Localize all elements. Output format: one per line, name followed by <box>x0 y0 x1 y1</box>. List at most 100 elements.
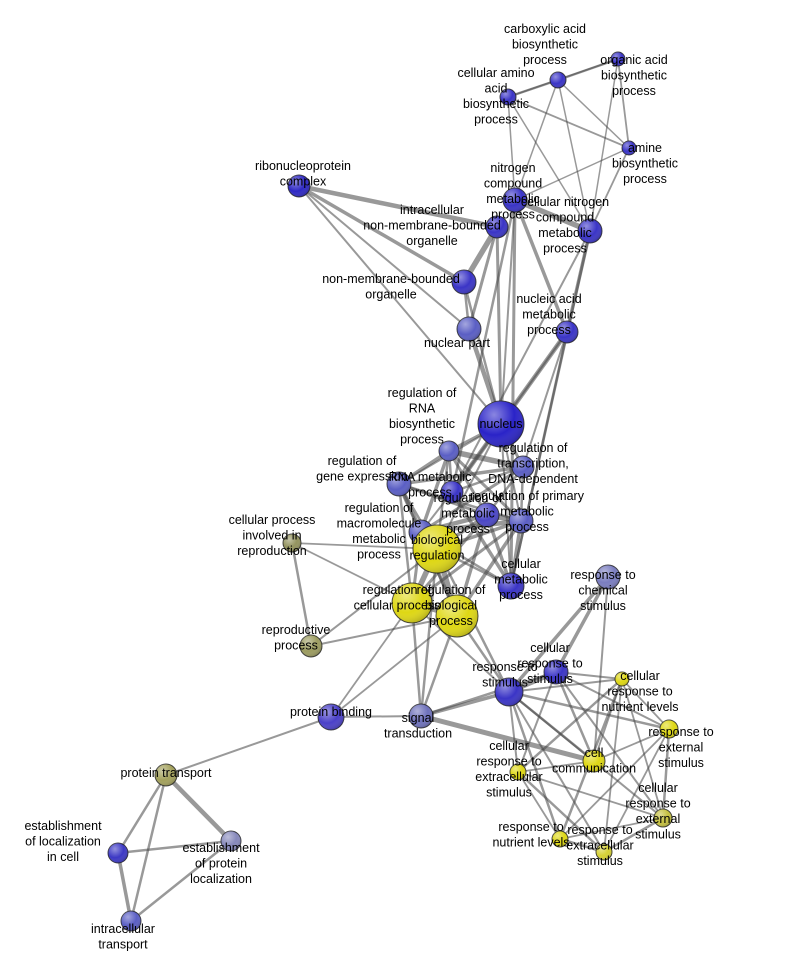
edge-rtd-rmm <box>419 465 525 534</box>
node-ccom[interactable] <box>582 749 606 773</box>
node-shade-cncm <box>578 219 602 243</box>
node-crext[interactable] <box>653 808 673 828</box>
node-bre[interactable] <box>412 524 462 574</box>
node-amb[interactable] <box>621 140 637 156</box>
edge-rrb-rmm <box>419 449 451 534</box>
node-shade-oab <box>611 52 625 66</box>
node-shade-cab <box>550 72 566 88</box>
node-shade-rs <box>495 678 523 706</box>
node-shade-inmo <box>486 216 508 238</box>
node-shade-cres <box>510 764 526 780</box>
node-shade-npart <box>457 317 481 341</box>
edge-rpm-rcp <box>410 519 523 605</box>
node-rtd[interactable] <box>511 455 535 479</box>
node-shade-nmo <box>452 270 476 294</box>
edge-crnl-cres <box>516 677 624 774</box>
node-rep[interactable] <box>299 634 323 658</box>
node-shade-rbp <box>436 595 478 637</box>
node-cncm[interactable] <box>577 218 603 244</box>
node-epl[interactable] <box>220 830 242 852</box>
node-shade-rtd <box>512 456 534 478</box>
edge-cab-amb <box>557 79 630 149</box>
edge-rexs-crext <box>602 816 665 854</box>
node-shade-cpir <box>283 534 301 552</box>
node-oab[interactable] <box>610 51 626 67</box>
node-cres[interactable] <box>509 763 527 781</box>
edge-rnp-inmo <box>296 183 500 230</box>
node-shade-nam <box>556 321 578 343</box>
edge-rs-rexs <box>508 691 605 853</box>
edge-cres-crext <box>517 771 664 819</box>
node-caab[interactable] <box>499 88 517 106</box>
node-pt[interactable] <box>154 763 178 787</box>
node-it[interactable] <box>120 910 142 932</box>
node-rcp[interactable] <box>391 582 433 624</box>
edge-crnl-crext <box>621 678 664 819</box>
edge-caab-amb <box>507 96 630 149</box>
node-rge[interactable] <box>386 471 412 497</box>
node-ncm[interactable] <box>502 187 528 213</box>
node-shade-crnl <box>615 672 629 686</box>
edge-caab-ncm <box>507 96 516 201</box>
node-rchem[interactable] <box>595 564 621 590</box>
edge-ccom-cres <box>517 760 595 773</box>
node-cpir[interactable] <box>282 533 302 553</box>
node-nmo[interactable] <box>451 269 477 295</box>
edge-rs-rnl <box>507 690 562 841</box>
node-crs[interactable] <box>543 659 569 685</box>
edge-caab-cncm <box>507 96 591 232</box>
node-shade-rnp <box>288 175 310 197</box>
edge-pb-pt <box>165 716 332 776</box>
node-npart[interactable] <box>456 316 482 342</box>
edge-rcp-cpir <box>291 542 413 604</box>
edge-nam-rtd <box>522 331 568 468</box>
node-shade-rext <box>660 720 678 738</box>
node-rrb[interactable] <box>438 440 460 462</box>
node-rnp[interactable] <box>287 174 311 198</box>
node-cmp[interactable] <box>497 572 525 600</box>
edge-crs-ccom <box>554 670 596 763</box>
node-nam[interactable] <box>555 320 579 344</box>
node-rpm[interactable] <box>508 508 534 534</box>
edge-elc-epl <box>116 839 233 855</box>
edge-bre-st <box>419 547 439 718</box>
node-crnl[interactable] <box>614 671 630 687</box>
node-rexs[interactable] <box>595 843 613 861</box>
node-shade-caab <box>500 89 516 105</box>
node-cab[interactable] <box>549 71 567 89</box>
edge-rbp-rep <box>310 615 458 647</box>
node-rext[interactable] <box>659 719 679 739</box>
node-pb[interactable] <box>317 703 345 731</box>
edge-pt-epl <box>163 772 234 844</box>
node-layer <box>107 51 679 932</box>
edge-amb-cncm <box>589 147 630 232</box>
edge-ccom-rext <box>593 728 670 762</box>
node-shade-it <box>121 911 141 931</box>
node-shade-rrb <box>439 441 459 461</box>
node-shade-ncm <box>503 188 527 212</box>
node-rmp[interactable] <box>474 502 500 528</box>
node-inmo[interactable] <box>485 215 509 239</box>
edge-cncm-rnam <box>451 230 591 493</box>
node-shade-nuc <box>478 401 524 447</box>
node-rbp[interactable] <box>435 594 479 638</box>
node-shade-rpm <box>509 509 533 533</box>
node-shade-crs <box>544 660 568 684</box>
node-rnl[interactable] <box>551 830 569 848</box>
edge-it-epl <box>129 839 233 923</box>
edge-oab-amb <box>617 58 630 149</box>
node-nuc[interactable] <box>477 400 525 448</box>
edge-rtd-rnam <box>450 465 525 494</box>
node-st[interactable] <box>408 703 434 729</box>
node-elc[interactable] <box>107 842 129 864</box>
edge-ccom-st <box>418 713 597 764</box>
node-rnam[interactable] <box>440 480 464 504</box>
edge-st-pb <box>330 715 422 718</box>
edge-ncm-nam <box>513 198 569 334</box>
edge-pt-it <box>129 773 168 923</box>
node-rs[interactable] <box>494 677 524 707</box>
node-shade-bre <box>413 525 461 573</box>
